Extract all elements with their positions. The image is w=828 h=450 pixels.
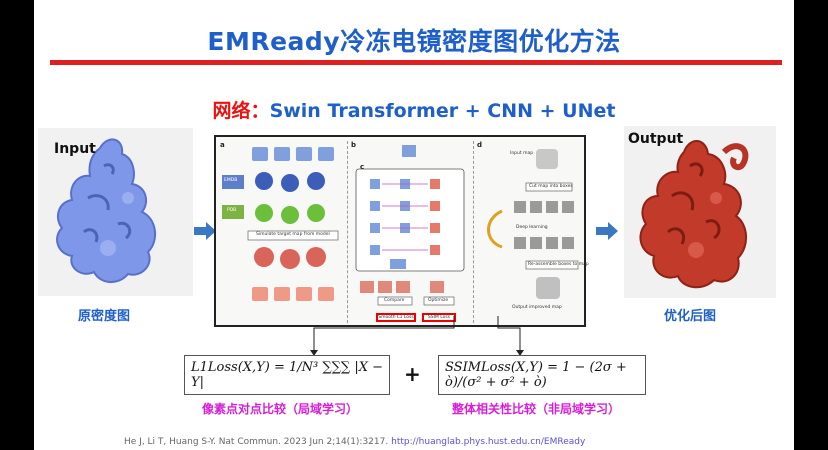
ssim-caption: 整体相关性比较（非局域学习） (452, 402, 621, 416)
right-arrow-icon (194, 222, 216, 240)
smooth-l1-loss-box: Smooth L1 Loss (376, 313, 416, 322)
slide: EMReady冷冻电镜密度图优化方法 网络：Swin Transformer +… (34, 0, 794, 450)
citation-footer: He J, Li T, Huang S-Y. Nat Commun. 2023 … (124, 437, 585, 447)
network-subtitle: 网络：Swin Transformer + CNN + UNet (34, 96, 794, 123)
diagram-section-b: b c (348, 141, 474, 323)
loss-connectors (310, 316, 524, 356)
output-caption: 优化后图 (664, 309, 717, 324)
red-density-map-icon (639, 140, 749, 289)
l1-loss-formula: L1Loss(X,Y) = 1/N³ ∑∑∑ |X − Y| (184, 355, 390, 395)
subtitle-main: Swin Transformer + CNN + UNet (269, 100, 616, 122)
citation-link[interactable]: http://huanglab.phys.hust.edu.cn/EMReady (391, 437, 586, 447)
section-b-figure (355, 145, 465, 306)
blue-density-map-icon (56, 138, 157, 283)
section-d-figure (487, 149, 579, 299)
architecture-diagram: a (214, 135, 589, 327)
l1-caption: 像素点对点比较（局域学习） (202, 402, 359, 416)
ssim-loss-formula: SSIMLoss(X,Y) = 1 − (2σ + ò)/(σ² + σ² + … (438, 355, 646, 395)
letterbox-left (0, 0, 34, 450)
slide-title: EMReady冷冻电镜密度图优化方法 (207, 27, 621, 56)
title-divider (50, 60, 782, 65)
ssim-loss-box: SSIM Loss (422, 313, 456, 322)
input-caption: 原密度图 (78, 309, 131, 324)
input-label: Input (54, 141, 96, 157)
output-map-image (624, 126, 776, 298)
output-label: Output (628, 131, 684, 147)
letterbox-right (794, 0, 828, 450)
subtitle-prefix: 网络： (212, 100, 270, 122)
citation-text: He J, Li T, Huang S-Y. Nat Commun. 2023 … (124, 437, 389, 447)
diagram-section-a: a (218, 141, 348, 323)
plus-sign: + (404, 362, 421, 386)
input-map-image (38, 128, 193, 296)
diagram-section-d: d Input map Cut map into boxes Deep lear… (474, 141, 589, 323)
section-a-figure (222, 147, 339, 301)
right-arrow-icon (596, 222, 618, 240)
